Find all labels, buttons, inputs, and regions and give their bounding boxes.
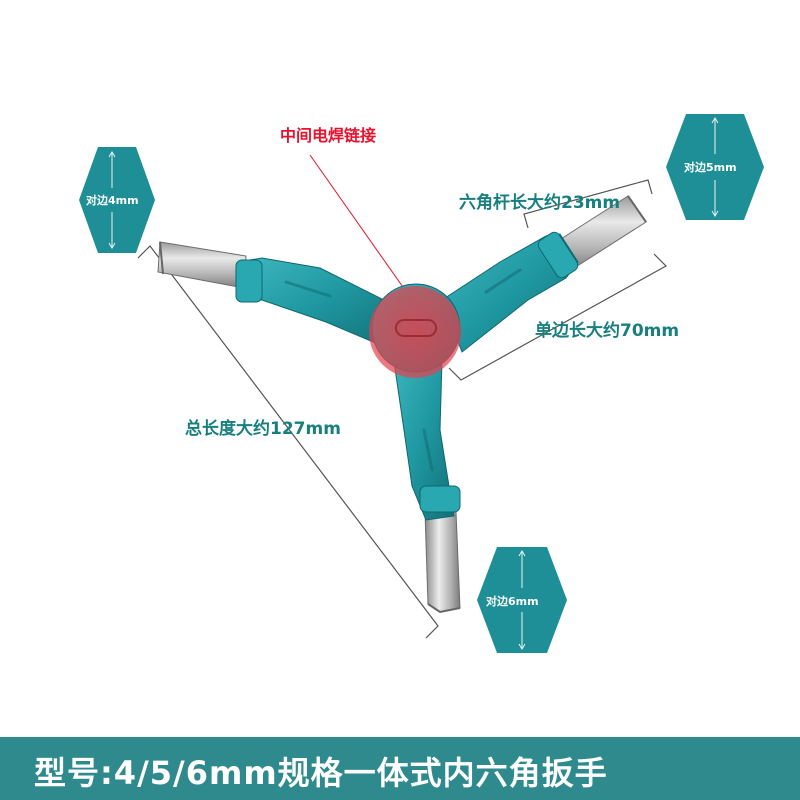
hex-badge-left	[79, 147, 155, 253]
side-length-line	[448, 253, 667, 381]
total-length-label: 总长度大约127mm	[185, 419, 341, 439]
badge-arrows	[108, 117, 719, 650]
rod-length-label: 六角杆长大约23mm	[459, 193, 621, 213]
weld-label: 中间电焊链接	[280, 126, 377, 145]
total-length-line	[137, 245, 439, 639]
dimension-lines	[137, 179, 667, 639]
weld-slot-mark	[395, 319, 437, 337]
hex-badge-left-label: 对边4mm	[86, 194, 139, 207]
bottom-banner: 型号:4/5/6mm规格一体式内六角扳手	[0, 737, 800, 800]
hex-badge-right	[666, 114, 764, 220]
bottom-hex-rod	[424, 511, 461, 614]
weld-pointer-line	[309, 154, 413, 301]
side-length-label: 单边长大约70mm	[535, 321, 680, 341]
left-hex-rod	[157, 241, 247, 289]
hex-badge-right-label: 对边5mm	[684, 161, 737, 174]
hex-badge-bottom	[477, 547, 567, 653]
rod-length-line	[523, 179, 653, 229]
wrench-illustration	[79, 114, 764, 653]
weld-highlight-circle	[369, 286, 461, 378]
hex-badge-bottom-label: 对边6mm	[486, 595, 539, 608]
banner-text: 型号:4/5/6mm规格一体式内六角扳手	[34, 754, 608, 792]
